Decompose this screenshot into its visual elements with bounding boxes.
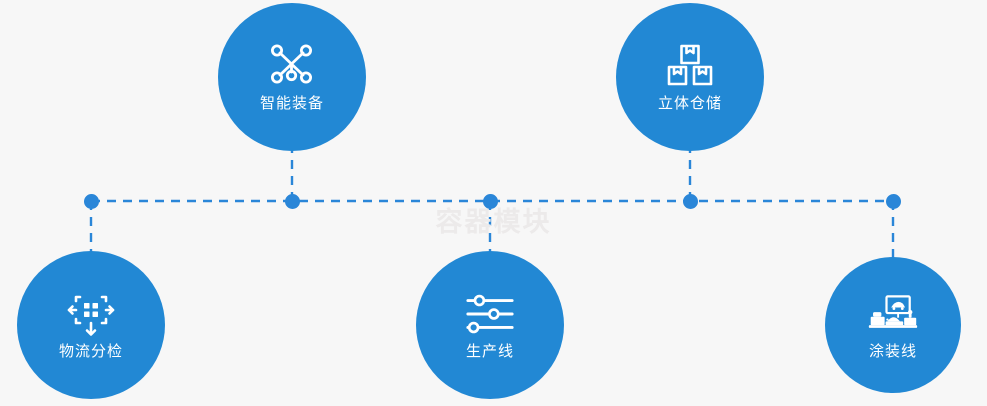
- junction-dot-vertical-warehousing[interactable]: [682, 193, 698, 209]
- junction-dot-smart-equipment[interactable]: [284, 193, 300, 209]
- node-label-vertical-warehousing: 立体仓储: [657, 93, 722, 112]
- junction-dot-painting-line[interactable]: [885, 193, 901, 209]
- sliders-icon: [464, 291, 516, 337]
- node-painting-line[interactable]: 涂装线: [825, 257, 961, 393]
- network-nodes-icon: [266, 43, 318, 89]
- sorting-arrows-icon: [65, 291, 117, 337]
- node-production-line[interactable]: 生产线: [416, 251, 564, 399]
- stacked-boxes-icon: [664, 43, 716, 89]
- junction-dot-logistics-sorting[interactable]: [83, 193, 99, 209]
- paint-booth-icon: [867, 291, 919, 337]
- center-watermark: 容器模块: [435, 207, 552, 238]
- node-label-logistics-sorting: 物流分检: [58, 341, 123, 360]
- node-label-painting-line: 涂装线: [868, 341, 917, 360]
- node-logistics-sorting[interactable]: 物流分检: [17, 251, 165, 399]
- node-label-smart-equipment: 智能装备: [259, 93, 324, 112]
- node-vertical-warehousing[interactable]: 立体仓储: [616, 3, 764, 151]
- node-label-production-line: 生产线: [465, 341, 514, 360]
- junction-dot-production-line[interactable]: [482, 193, 498, 209]
- node-smart-equipment[interactable]: 智能装备: [218, 3, 366, 151]
